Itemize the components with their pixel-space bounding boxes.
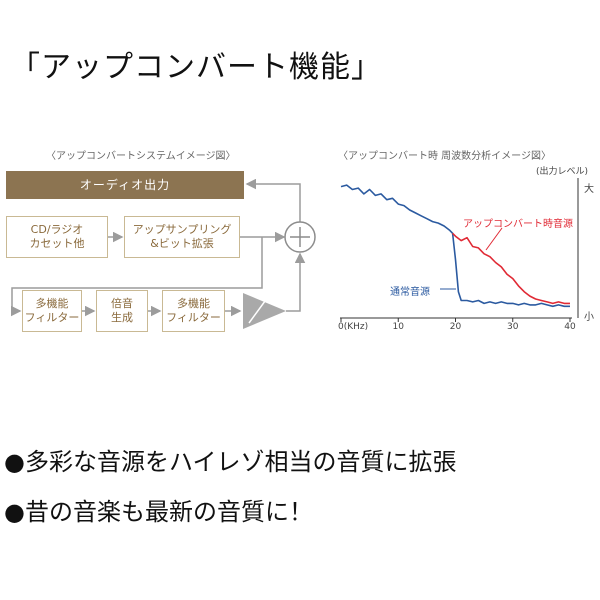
x-tick-label: 40 — [564, 322, 576, 332]
source-box: CD/ラジオ カセット他 — [6, 216, 108, 258]
series-line-0 — [340, 184, 570, 308]
harmonic-generation-box: 倍音 生成 — [96, 290, 148, 332]
series-line-1 — [452, 232, 570, 305]
chart-title: 〈アップコンバート時 周波数分析イメージ図〉 — [338, 151, 551, 162]
x-tick-label: 10 — [392, 322, 404, 332]
y-bottom-label: 小 — [584, 312, 594, 323]
system-diagram-caption: 〈アップコンバートシステムイメージ図〉 — [46, 151, 236, 162]
y-top-label: 大 — [584, 184, 594, 195]
bullet-2: ●昔の音楽も最新の音質に！ — [4, 498, 313, 526]
x-tick-label: 20 — [449, 322, 462, 332]
x-tick-label: 30 — [507, 322, 519, 332]
amplifier-triangle-icon — [243, 293, 286, 329]
series-label-upconvert: アップコンバート時音源 — [463, 219, 573, 230]
filter-box-1: 多機能 フィルター — [22, 290, 82, 332]
audio-output-box: オーディオ出力 — [6, 171, 244, 199]
series-label-normal: 通常音源 — [390, 287, 430, 298]
filter-box-2: 多機能 フィルター — [162, 290, 225, 332]
plus-circle-icon — [284, 221, 316, 253]
upsampling-box: アップサンプリング &ビット拡張 — [124, 216, 240, 258]
chart-ylabel: (出力レベル) — [536, 167, 589, 177]
x-tick-label: 0(KHz) — [338, 322, 369, 332]
page-title: 「アップコンバート機能」 — [10, 50, 382, 85]
bullet-1: ●多彩な音源をハイレゾ相当の音質に拡張 — [4, 448, 457, 476]
